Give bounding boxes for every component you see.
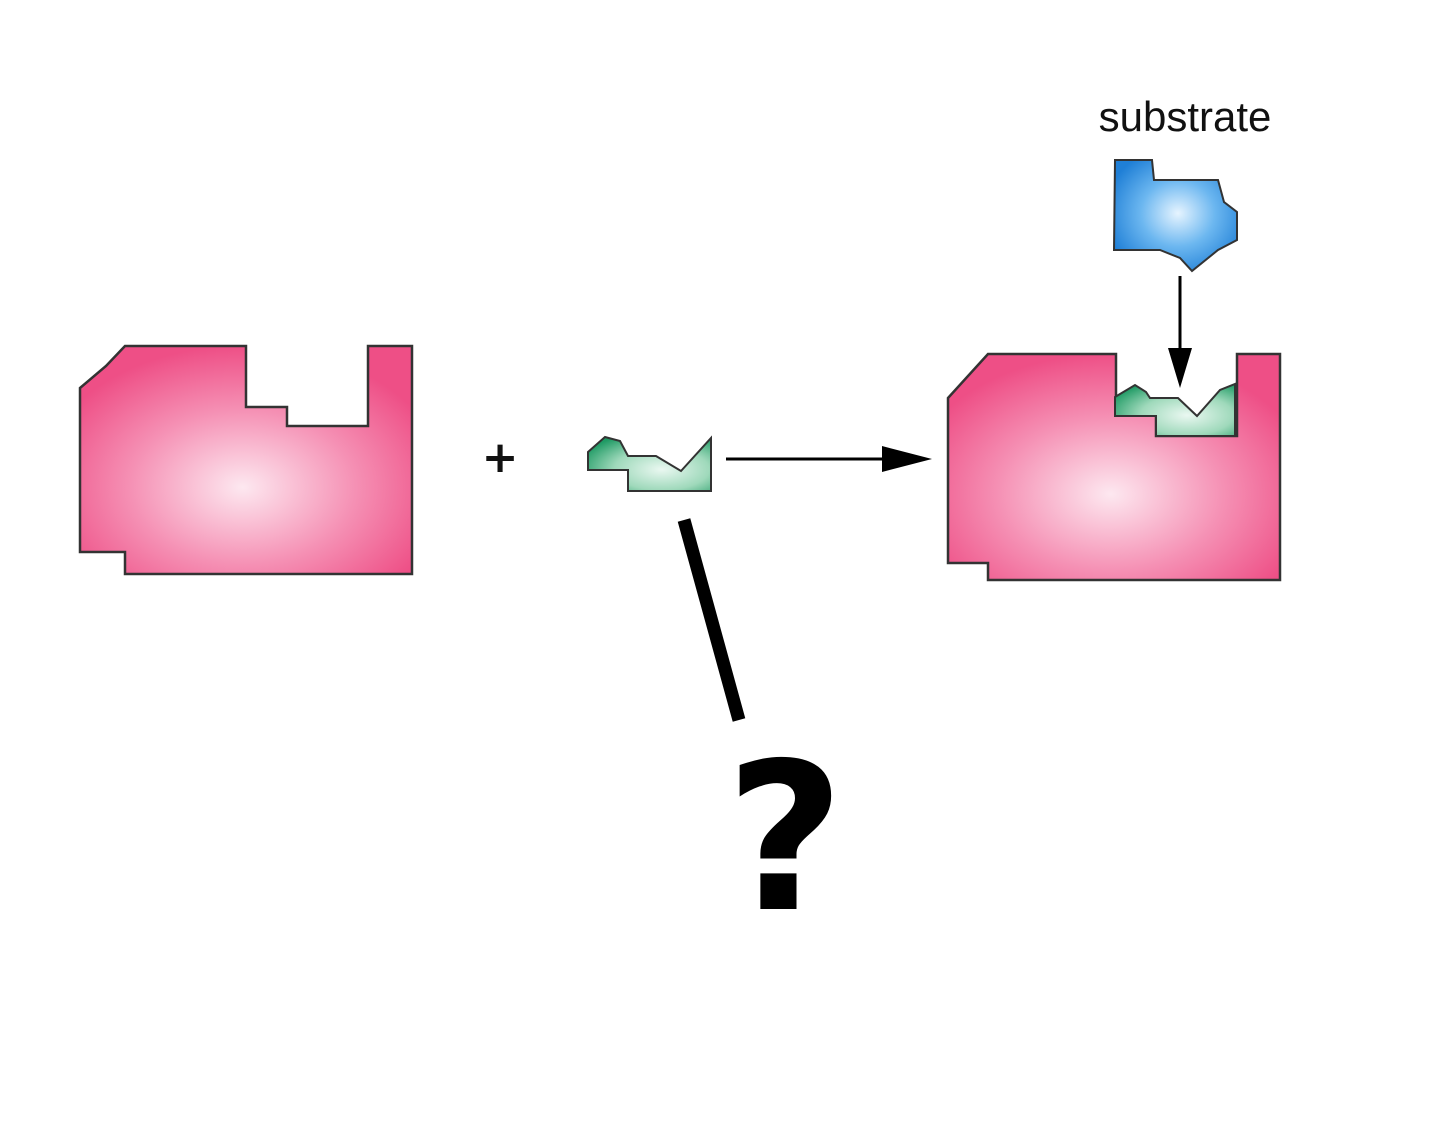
apoenzyme-shape (78, 344, 414, 576)
question-mark: ? (726, 720, 845, 958)
substrate-shape (1112, 159, 1238, 273)
bound-cofactor-shape (1114, 382, 1236, 437)
substrate-label: substrate (1099, 93, 1272, 140)
plus-sign: + (482, 432, 519, 483)
pointer-line (677, 518, 746, 722)
cofactor-shape (587, 435, 712, 492)
substrate-arrow (1168, 276, 1192, 388)
reaction-arrow (726, 446, 932, 472)
